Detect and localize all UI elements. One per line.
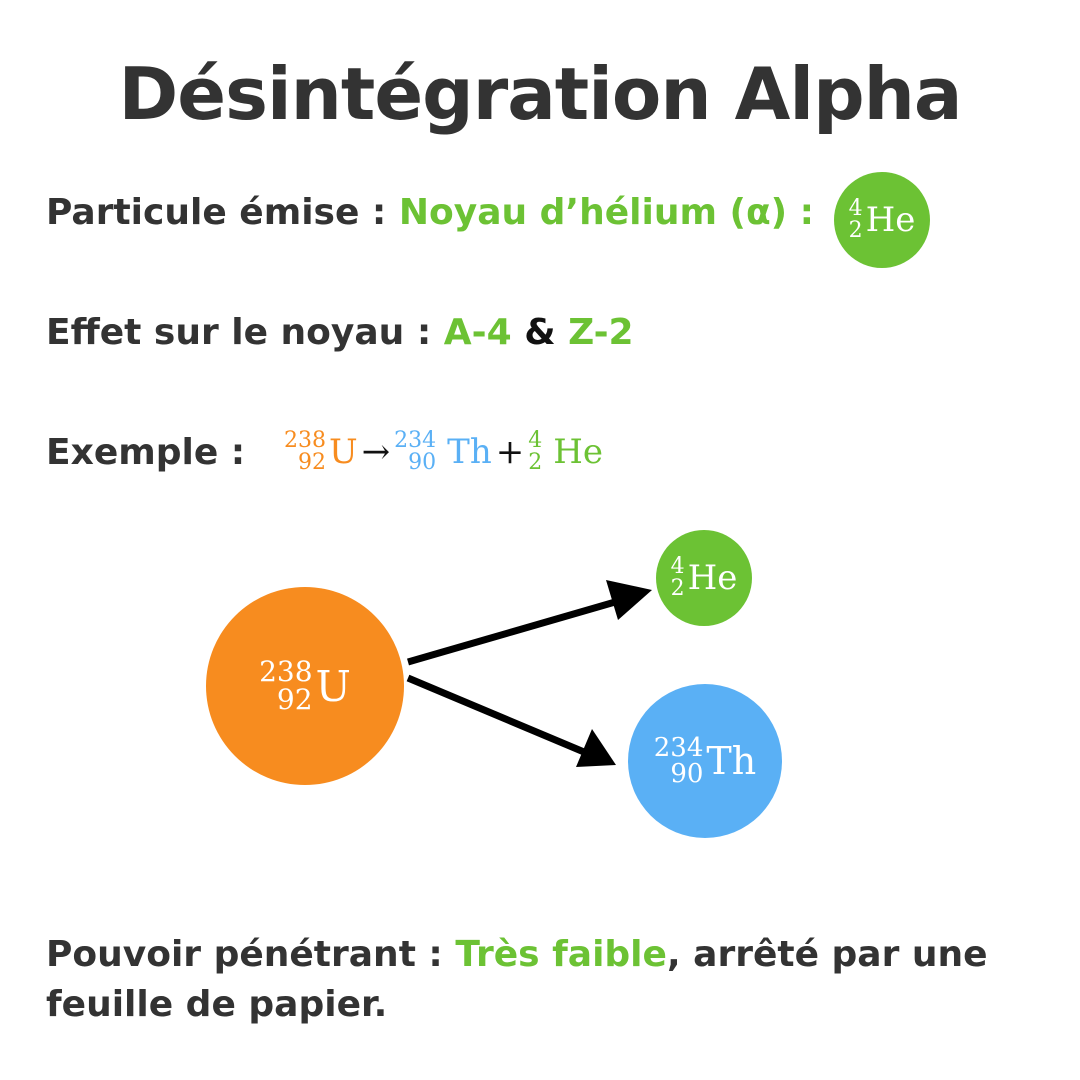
page-title: Désintégration Alpha <box>118 52 963 136</box>
effect-label: Effet sur le noyau : <box>46 312 432 353</box>
particle-line: Particule émise : Noyau d’hélium (α) : <box>46 192 814 233</box>
u-atomic: 92 <box>276 683 313 716</box>
arrow-to-daughter <box>406 674 586 756</box>
badge-mass: 4 <box>848 196 863 221</box>
uranium-nucleus: 238 92 U <box>206 587 404 785</box>
example-label: Exemple : <box>46 432 246 473</box>
penetration-rest: , arrêté par une feuille de papier. <box>46 934 988 1025</box>
penetration-value: Très faible <box>455 934 667 975</box>
he-symbol: He <box>687 558 738 598</box>
eq-alpha-mass: 4 <box>528 428 543 453</box>
eq-parent-atomic: 92 <box>298 450 326 475</box>
effect-amp: & <box>524 312 556 353</box>
th-mass: 234 <box>653 733 704 763</box>
penetration-label: Pouvoir pénétrant : <box>46 934 443 975</box>
decay-equation: 238 92 U → 234 90 Th + 4 2 He <box>284 430 603 474</box>
eq-parent-mass: 238 <box>284 428 326 453</box>
arrow-head-daughter <box>576 729 616 767</box>
eq-alpha-atomic: 2 <box>528 450 543 475</box>
badge-atomic: 2 <box>848 218 863 243</box>
eq-parent-symbol: U <box>329 432 358 472</box>
badge-symbol: He <box>865 200 916 240</box>
arrow-head-alpha <box>606 580 652 620</box>
thorium-nucleus: 234 90 Th <box>628 684 782 838</box>
he-atomic: 2 <box>670 576 685 601</box>
effect-z-change: Z-2 <box>568 312 634 353</box>
eq-daughter-atomic: 90 <box>408 450 437 475</box>
effect-line: Effet sur le noyau : A-4 & Z-2 <box>46 312 634 353</box>
arrow-to-alpha <box>407 596 623 666</box>
eq-alpha-symbol: He <box>553 432 604 472</box>
eq-daughter-mass: 234 <box>394 428 437 453</box>
th-atomic: 90 <box>670 759 704 789</box>
u-mass: 238 <box>259 655 313 688</box>
alpha-particle: 4 2 He <box>656 530 752 626</box>
eq-daughter-symbol: Th <box>447 432 492 472</box>
eq-plus: + <box>495 432 525 472</box>
eq-parent: 238 92 U <box>284 430 358 474</box>
particle-value: Noyau d’hélium (α) : <box>398 192 815 233</box>
penetration-text: Pouvoir pénétrant : Très faible, arrêté … <box>46 930 1036 1030</box>
eq-arrow: → <box>361 432 391 472</box>
u-symbol: U <box>315 661 351 711</box>
helium-badge: 4 2 He <box>834 172 930 268</box>
th-symbol: Th <box>706 739 757 783</box>
effect-a-change: A-4 <box>443 312 512 353</box>
eq-alpha: 4 2 He <box>528 430 603 474</box>
eq-daughter: 234 90 Th <box>394 430 492 474</box>
particle-label: Particule émise : <box>46 192 387 233</box>
he-mass: 4 <box>670 554 685 579</box>
